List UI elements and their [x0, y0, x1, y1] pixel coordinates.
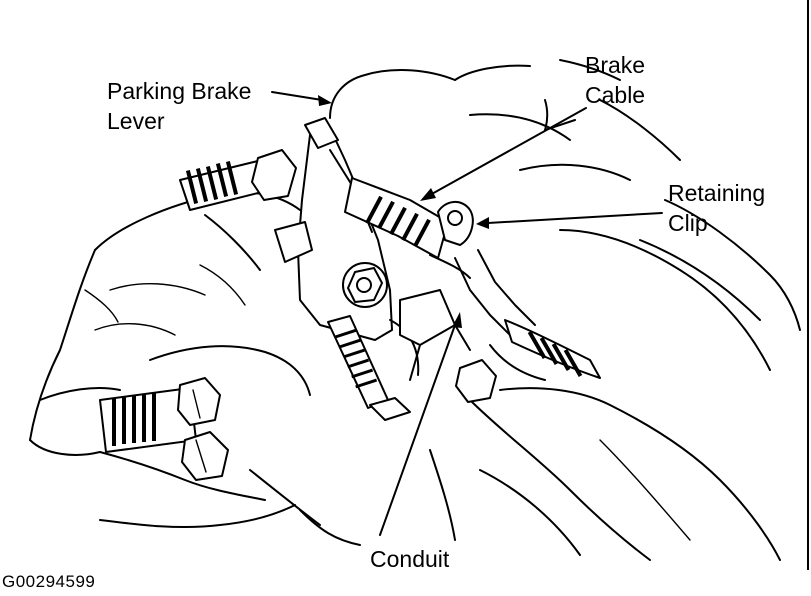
retaining-clip-label: Retaining Clip — [668, 178, 765, 238]
figure-id: G00294599 — [2, 572, 96, 591]
lower-bolts — [99, 359, 497, 481]
leader-lines — [271, 91, 663, 536]
brake-cable — [344, 177, 601, 381]
housing-outline — [329, 59, 801, 561]
frame-border-right — [807, 0, 809, 570]
springs — [327, 315, 420, 421]
brake-cable-label-line1: Brake — [585, 52, 646, 78]
upper-stud — [179, 149, 297, 211]
conduit-label: Conduit — [370, 546, 450, 572]
parking-brake-lever — [274, 117, 393, 341]
conduit-bracket — [399, 289, 471, 381]
retaining-clip-label-line2: Clip — [668, 210, 708, 236]
retaining-clip — [429, 201, 474, 279]
retaining-clip-label-line1: Retaining — [668, 180, 766, 206]
parking-brake-lever-label: Parking Brake Lever — [107, 76, 251, 136]
parking-brake-label-line1: Parking Brake — [107, 78, 252, 104]
brake-cable-label-line2: Cable — [585, 82, 646, 108]
parking-brake-label-line2: Lever — [107, 108, 165, 134]
brake-cable-label: Brake Cable — [585, 50, 645, 110]
